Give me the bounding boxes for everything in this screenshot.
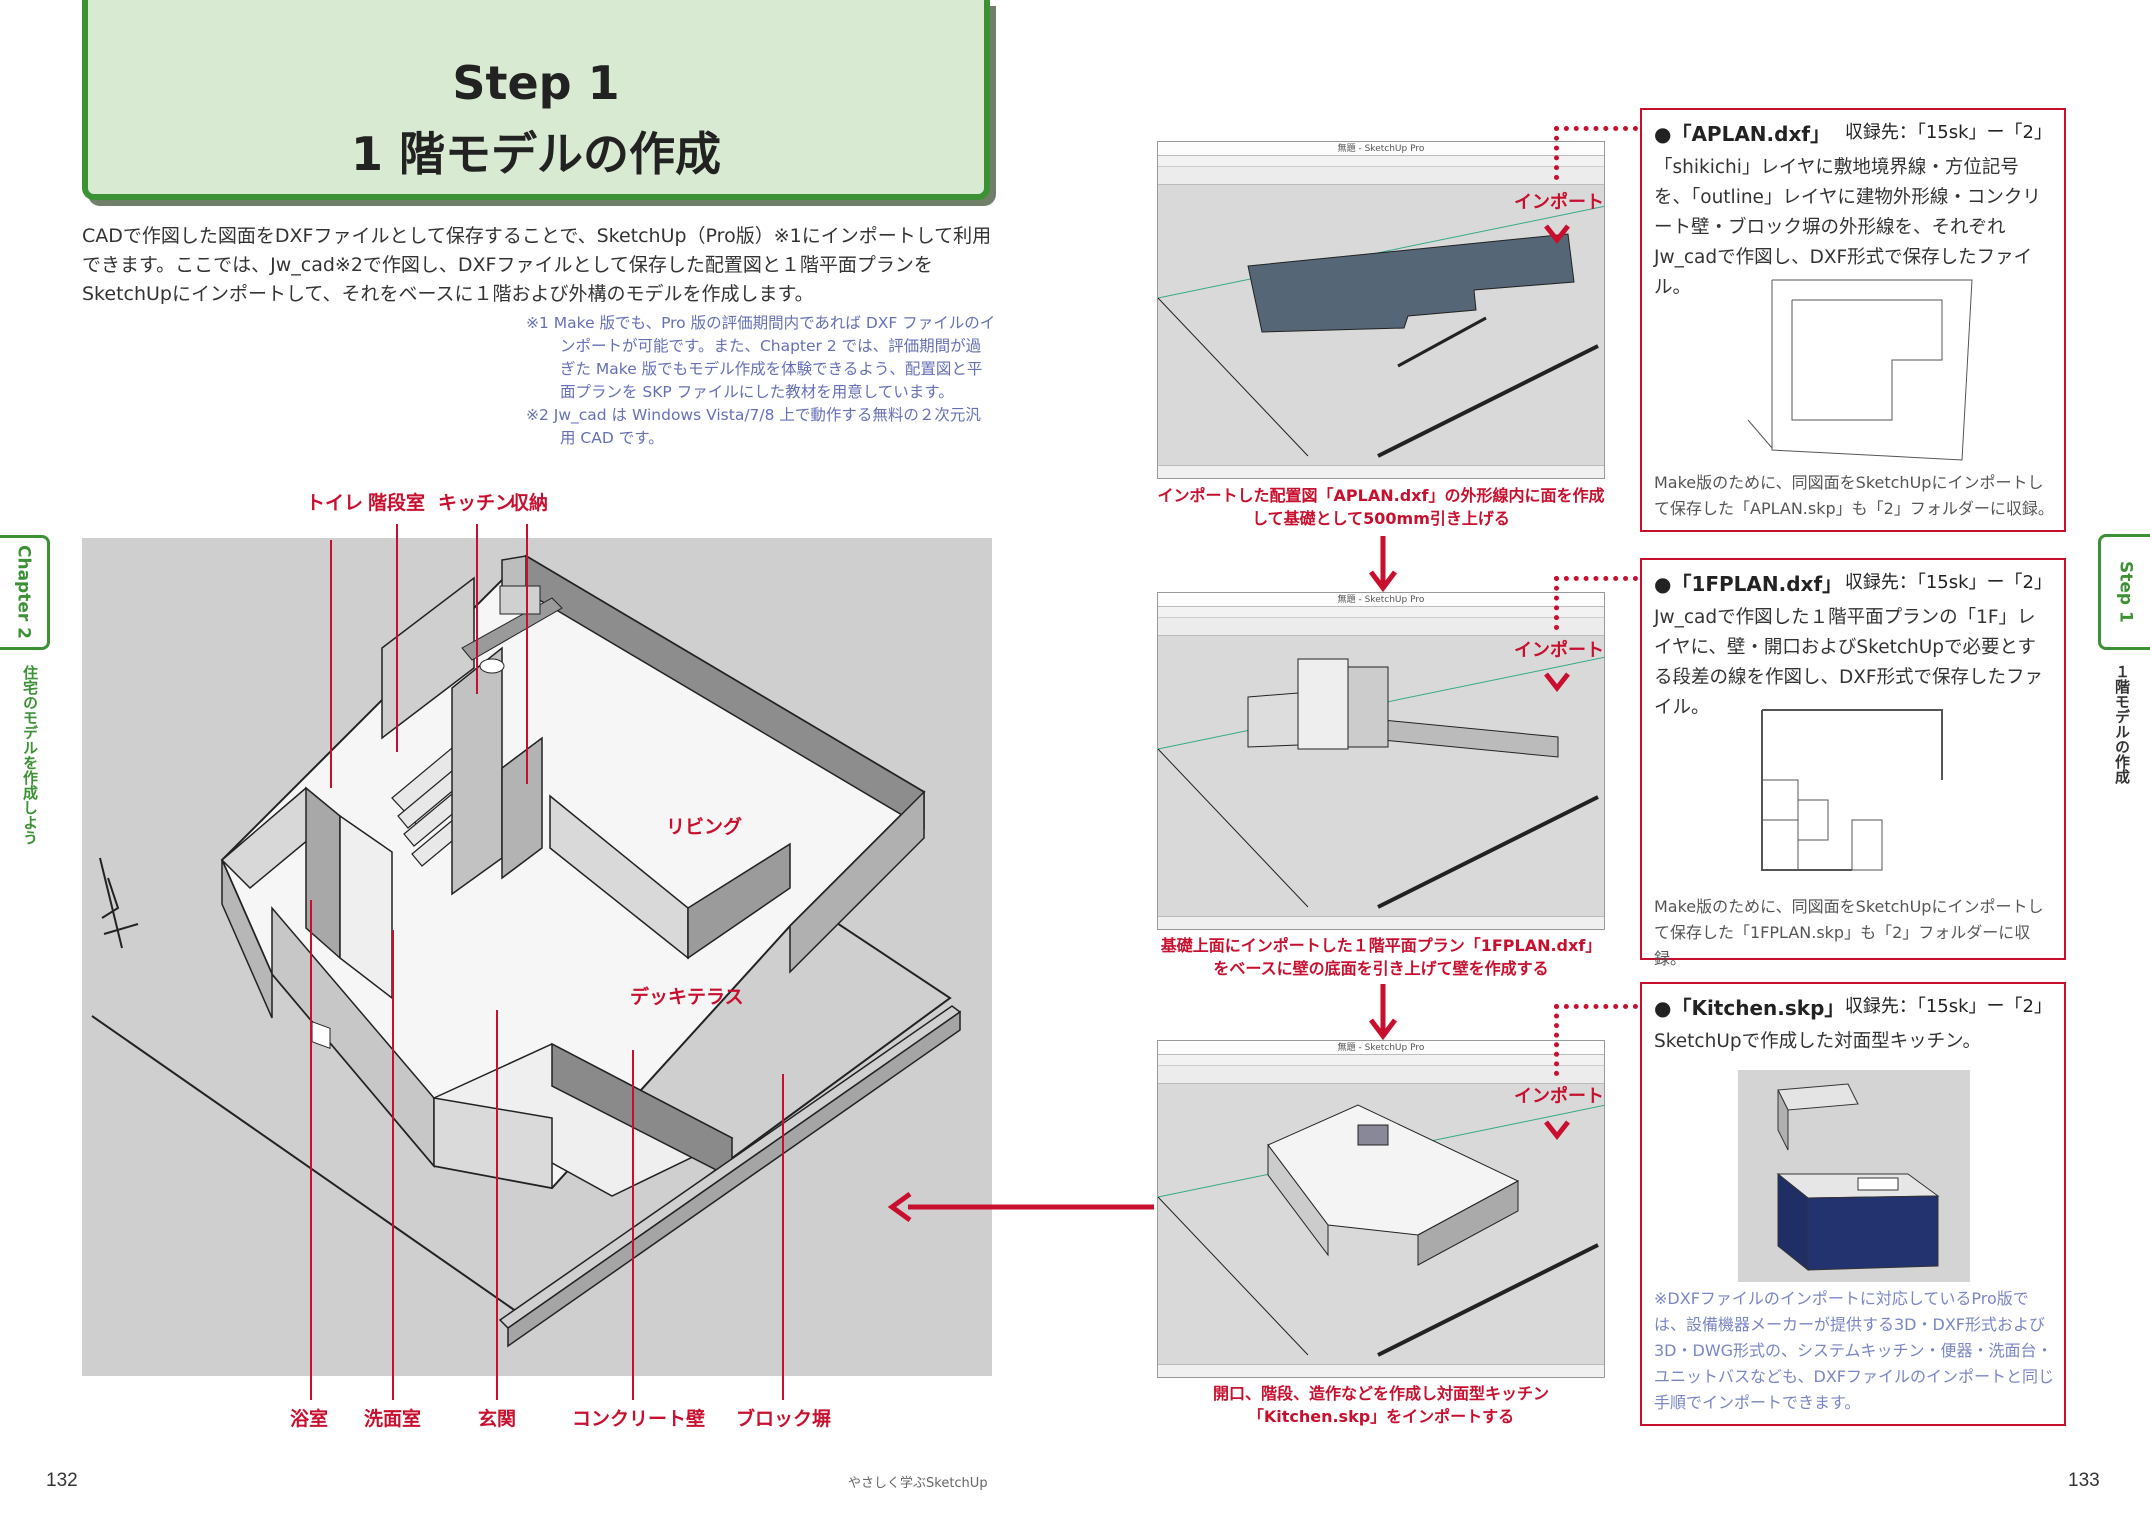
footnote-1: ※1 Make 版でも、Pro 版の評価期間内であれば DXF ファイルのインポ… (526, 314, 996, 401)
file-location: 収録先：「15sk」ー「2」 (1844, 572, 2052, 593)
title-box: Step 1 1 階モデルの作成 (82, 0, 990, 200)
screenshot-2: 無題 - SketchUp Pro (1157, 592, 1605, 930)
label-block-fence: ブロック塀 (736, 1408, 832, 1430)
screenshot-1-titlebar: 無題 - SketchUp Pro (1158, 142, 1604, 156)
footnotes: ※1 Make 版でも、Pro 版の評価期間内であれば DXF ファイルのインポ… (526, 312, 996, 450)
import-label-1: インポート (1514, 192, 1604, 213)
info-box-kitchen: ●「Kitchen.skp」収録先：「15sk」ー「2」 SketchUpで作成… (1640, 982, 2066, 1426)
intro-paragraph: CADで作図した図面をDXFファイルとして保存することで、SketchUp（Pr… (82, 225, 992, 305)
step-title: Step 1 (452, 56, 620, 110)
file-description: Jw_cadで作図した１階平面プランの「1F」レイヤに、壁・開口およびSketc… (1654, 607, 2044, 718)
step-tab-label: Step 1 (2115, 561, 2136, 623)
page-number-left: 132 (46, 1470, 78, 1491)
arrow-left-icon (887, 1192, 1154, 1222)
file-note: ※DXFファイルのインポートに対応しているPro版では、設備機器メーカーが提供す… (1654, 1289, 2055, 1412)
info-box-1fplan: ●「1FPLAN.dxf」収録先：「15sk」ー「2」 Jw_cadで作図した１… (1640, 558, 2066, 968)
chevron-down-icon (1544, 672, 1570, 693)
file-location: 収録先：「15sk」ー「2」 (1844, 122, 2052, 143)
import-label-2: インポート (1514, 640, 1604, 661)
screenshot-3: 無題 - SketchUp Pro (1157, 1040, 1605, 1378)
chapter-tab: Chapter 2 (0, 535, 50, 650)
label-living: リビング (666, 816, 743, 838)
label-bathroom: 浴室 (290, 1408, 329, 1430)
screenshot-1-viewport (1158, 205, 1604, 458)
label-toilet: トイレ (306, 492, 364, 514)
book-title: やさしく学ぶSketchUp (848, 1476, 988, 1491)
file-name: ●「Kitchen.skp」 (1654, 996, 1845, 1020)
chevron-down-icon (1544, 224, 1570, 245)
page-number-right: 133 (2068, 1470, 2100, 1491)
page-title: 1 階モデルの作成 (350, 127, 722, 181)
file-location: 収録先：「15sk」ー「2」 (1844, 996, 2052, 1017)
footnote-2: ※2 Jw_cad は Windows Vista/7/8 上で動作する無料の２… (526, 406, 981, 447)
file-name: ●「APLAN.dxf」 (1654, 122, 1831, 146)
label-entrance: 玄関 (478, 1408, 517, 1430)
screenshot-3-titlebar: 無題 - SketchUp Pro (1158, 1041, 1604, 1055)
house-model-drawing (91, 554, 962, 1348)
step-subtitle: １階モデルの作成 (2113, 664, 2131, 784)
file-description: SketchUpで作成した対面型キッチン。 (1654, 1031, 1982, 1052)
label-storage: 収納 (510, 492, 549, 514)
label-concrete-wall: コンクリート壁 (572, 1408, 706, 1430)
screenshot-2-viewport (1158, 656, 1604, 909)
label-stair: 階段室 (368, 492, 426, 514)
arrow-down-icon (1369, 536, 1397, 592)
label-kitchen: キッチン (438, 492, 515, 514)
arrow-down-icon (1369, 984, 1397, 1040)
chevron-down-icon (1544, 1120, 1570, 1141)
screenshot-2-titlebar: 無題 - SketchUp Pro (1158, 593, 1604, 607)
info-box-aplan: ●「APLAN.dxf」収録先：「15sk」ー「2」 「shikichi」レイヤ… (1640, 108, 2066, 532)
import-label-3: インポート (1514, 1086, 1604, 1107)
kitchen-model-image (1738, 1070, 1970, 1282)
label-deck-terrace: デッキテラス (630, 986, 744, 1008)
file-description: 「shikichi」レイヤに敷地境界線・方位記号を、「outline」レイヤに建… (1654, 157, 2041, 298)
caption-1: インポートした配置図「APLAN.dxf」の外形線内に面を作成して基礎として50… (1157, 486, 1605, 528)
file-footnote: Make版のために、同図面をSketchUpにインポートして保存した「APLAN… (1654, 473, 2054, 518)
chapter-tab-label: Chapter 2 (13, 545, 34, 640)
caption-2: 基礎上面にインポートした１階平面プラン「1FPLAN.dxf」をベースに壁の底面… (1160, 936, 1602, 978)
label-washroom: 洗面室 (364, 1408, 422, 1430)
screenshot-1: 無題 - SketchUp Pro (1157, 141, 1605, 479)
step-tab: Step 1 (2098, 534, 2150, 650)
file-footnote: Make版のために、同図面をSketchUpにインポートして保存した「1FPLA… (1654, 897, 2044, 968)
caption-3: 開口、階段、造作などを作成し対面型キッチン「Kitchen.skp」をインポート… (1212, 1384, 1549, 1426)
aplan-drawing (1747, 279, 1973, 461)
1fplan-drawing (1761, 709, 1943, 871)
chapter-subtitle: 住宅のモデルを作成しよう (21, 665, 39, 845)
file-name: ●「1FPLAN.dxf」 (1654, 572, 1843, 596)
screenshot-3-viewport (1158, 1104, 1604, 1357)
house-model-image (82, 538, 992, 1376)
